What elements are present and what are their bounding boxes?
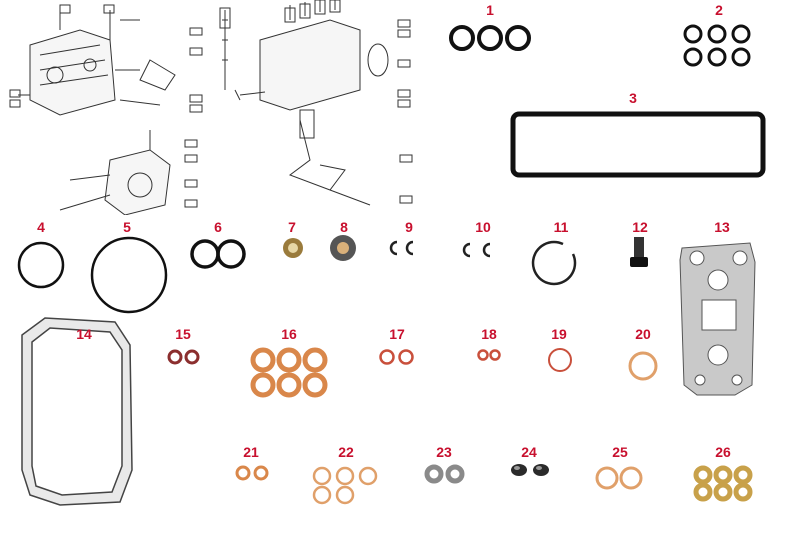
part-23-steel-washers xyxy=(424,464,465,484)
part-17-copper-washers xyxy=(379,349,414,365)
part-label-9: 9 xyxy=(405,219,413,235)
part-5-o-ring xyxy=(90,236,168,314)
part-label-17: 17 xyxy=(389,326,405,342)
part-25-copper-rings xyxy=(595,466,643,490)
part-13-plate-gasket xyxy=(679,242,756,396)
part-label-14: 14 xyxy=(76,326,92,342)
part-16-copper-washers xyxy=(250,347,328,398)
part-label-7: 7 xyxy=(288,219,296,235)
part-label-21: 21 xyxy=(243,444,259,460)
part-1-o-rings xyxy=(449,25,531,51)
part-10-circlips xyxy=(462,242,491,258)
part-label-6: 6 xyxy=(214,219,222,235)
part-24-caps xyxy=(511,464,549,476)
part-label-3: 3 xyxy=(629,90,637,106)
part-20-copper-ring xyxy=(628,351,658,381)
part-label-13: 13 xyxy=(714,219,730,235)
pump-governor-drawing-icon xyxy=(59,109,413,215)
part-label-11: 11 xyxy=(553,219,569,235)
pump-exploded-drawing-icon xyxy=(9,4,176,116)
part-3-cover-gasket xyxy=(510,111,766,178)
part-26-brass-washers xyxy=(693,465,753,502)
part-8-seal xyxy=(330,235,356,261)
part-2-o-rings xyxy=(683,24,751,67)
part-label-25: 25 xyxy=(612,444,628,460)
part-label-10: 10 xyxy=(475,219,491,235)
part-label-15: 15 xyxy=(175,326,191,342)
part-7-seal xyxy=(283,238,303,258)
part-label-22: 22 xyxy=(338,444,354,460)
part-6-o-rings xyxy=(190,239,246,269)
part-label-23: 23 xyxy=(436,444,452,460)
pump-housing-drawing-icon xyxy=(189,0,411,113)
part-15-washers xyxy=(167,349,200,365)
part-label-26: 26 xyxy=(715,444,731,460)
part-label-5: 5 xyxy=(123,219,131,235)
part-label-18: 18 xyxy=(481,326,497,342)
part-label-12: 12 xyxy=(632,219,648,235)
part-18-copper-washers xyxy=(477,349,501,361)
part-label-2: 2 xyxy=(715,2,723,18)
exploded-drawings xyxy=(9,0,413,215)
part-label-20: 20 xyxy=(635,326,651,342)
part-22-copper-washers xyxy=(312,466,378,505)
part-12-screw xyxy=(630,237,648,267)
part-4-o-ring xyxy=(17,241,65,289)
part-label-8: 8 xyxy=(340,219,348,235)
part-11-snap-ring xyxy=(531,240,577,286)
part-14-housing-gasket xyxy=(21,317,133,506)
part-label-4: 4 xyxy=(37,219,45,235)
part-19-copper-ring xyxy=(548,348,572,372)
part-label-19: 19 xyxy=(551,326,567,342)
part-label-1: 1 xyxy=(486,2,494,18)
part-21-washers xyxy=(235,465,269,481)
part-9-circlips xyxy=(389,240,414,256)
part-label-24: 24 xyxy=(521,444,537,460)
part-label-16: 16 xyxy=(281,326,297,342)
